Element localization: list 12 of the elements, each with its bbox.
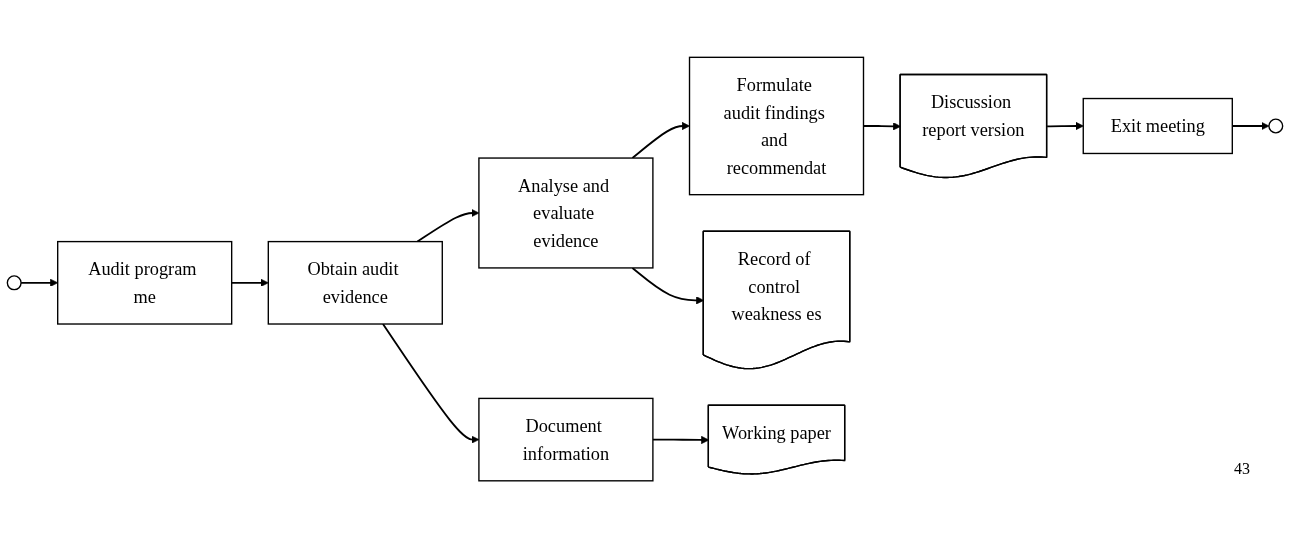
arrow xyxy=(631,121,690,159)
node-box: Analyse and evaluate evidence xyxy=(478,157,654,269)
arrow xyxy=(1046,121,1084,130)
page-number: 43 xyxy=(1234,460,1250,477)
node-box: Obtain audit evidence xyxy=(267,240,443,325)
node-box: Audit program me xyxy=(57,240,233,325)
node-circle xyxy=(1268,118,1284,134)
node-box: Exit meeting xyxy=(1082,97,1233,155)
node-box: Document information xyxy=(478,397,654,482)
node-box: Formulate audit findings and recommendat xyxy=(688,56,865,196)
arrow xyxy=(631,266,705,305)
node-circle xyxy=(6,275,22,291)
